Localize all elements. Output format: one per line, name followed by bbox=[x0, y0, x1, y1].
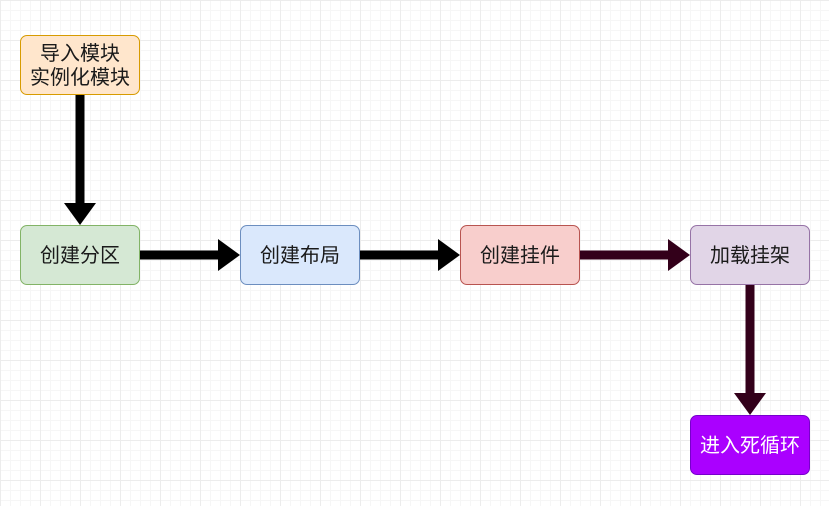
edge-arrow-import-to-partition-head bbox=[64, 203, 96, 225]
edge-arrow-mount-to-loop bbox=[734, 285, 766, 415]
edge-arrow-partition-to-layout bbox=[140, 239, 240, 271]
node-import-module[interactable]: 导入模块 实例化模块 bbox=[20, 35, 140, 95]
node-loop-label: 进入死循环 bbox=[700, 433, 800, 457]
edge-arrow-layout-to-widget-head bbox=[438, 239, 460, 271]
node-import-line-2: 实例化模块 bbox=[30, 65, 130, 89]
edge-arrow-partition-to-layout-head bbox=[218, 239, 240, 271]
node-create-layout[interactable]: 创建布局 bbox=[240, 225, 360, 285]
edge-arrow-widget-to-mount bbox=[580, 239, 690, 271]
node-widget-label: 创建挂件 bbox=[480, 243, 560, 267]
node-import-line-1: 导入模块 bbox=[40, 41, 120, 65]
edge-arrow-layout-to-widget bbox=[360, 239, 460, 271]
node-create-widget[interactable]: 创建挂件 bbox=[460, 225, 580, 285]
edge-arrow-mount-to-loop-head bbox=[734, 393, 766, 415]
node-partition-label: 创建分区 bbox=[40, 243, 120, 267]
edge-arrow-widget-to-mount-head bbox=[668, 239, 690, 271]
node-layout-label: 创建布局 bbox=[260, 243, 340, 267]
edge-arrow-import-to-partition bbox=[64, 95, 96, 225]
node-mount-label: 加载挂架 bbox=[710, 243, 790, 267]
node-create-partition[interactable]: 创建分区 bbox=[20, 225, 140, 285]
node-enter-loop[interactable]: 进入死循环 bbox=[690, 415, 810, 475]
node-load-mount[interactable]: 加载挂架 bbox=[690, 225, 810, 285]
